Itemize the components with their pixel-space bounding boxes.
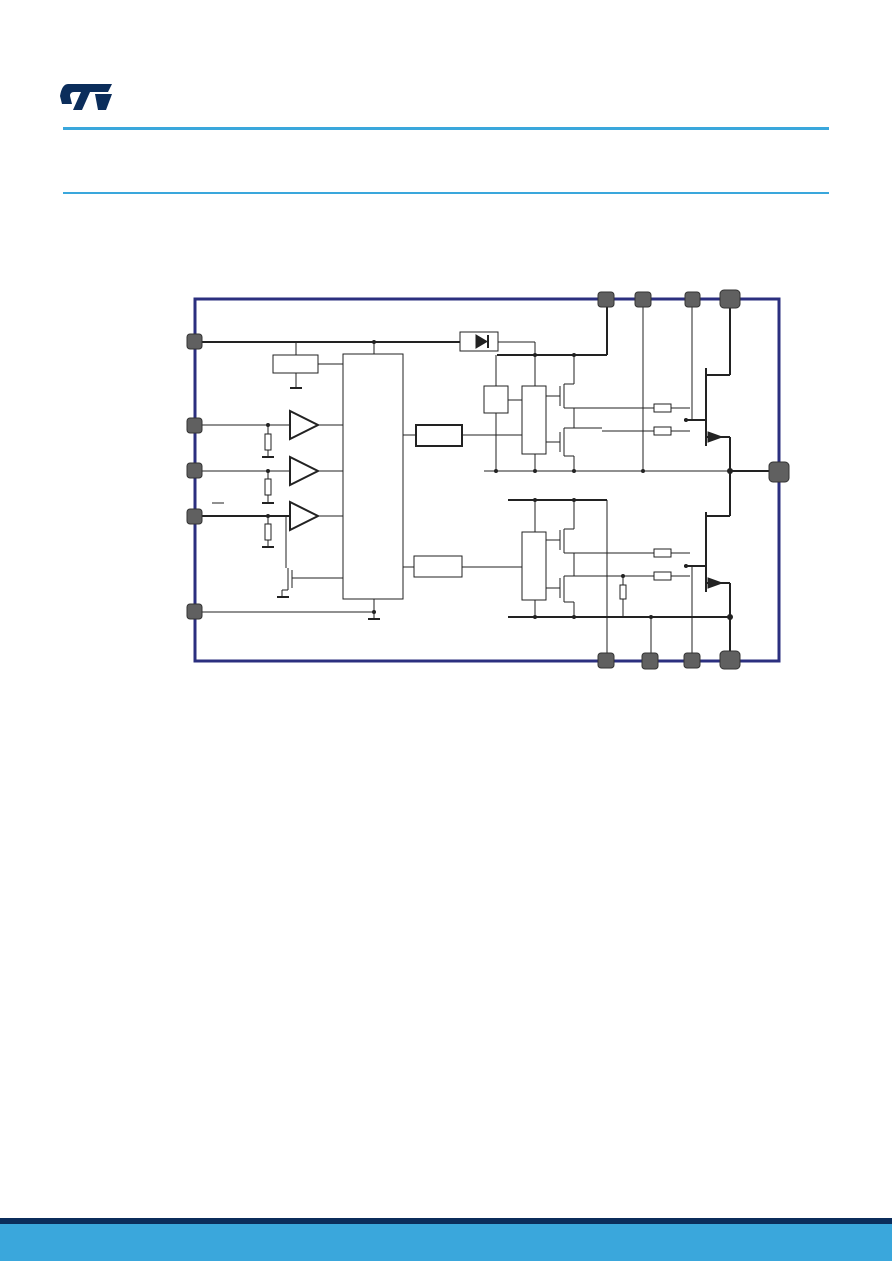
pin-bottom-1 — [597, 652, 615, 669]
bootstrap-diode-box — [459, 331, 499, 352]
footer-dark-band — [0, 1218, 892, 1224]
pin-right-out — [768, 461, 790, 483]
schmitt-buffer-2 — [289, 455, 321, 487]
delay-box — [413, 555, 463, 578]
header-rule-top — [63, 127, 829, 130]
pin-top-1 — [597, 291, 615, 308]
device-outline — [193, 297, 781, 663]
low-driver-box — [521, 531, 547, 601]
pin-bottom-4 — [719, 650, 741, 670]
pin-left-1 — [186, 333, 203, 350]
pin-left-2 — [186, 417, 203, 434]
regulator-box — [272, 354, 319, 374]
pin-top-3 — [684, 291, 701, 308]
logic-block — [342, 353, 404, 600]
pin-bottom-2 — [641, 652, 659, 670]
pin-left-5 — [186, 603, 203, 620]
pin-left-3 — [186, 462, 203, 479]
st-logo-icon — [60, 84, 112, 110]
pin-top-2 — [634, 291, 652, 308]
high-driver-box — [521, 385, 547, 455]
footer-light-band — [0, 1224, 892, 1261]
pin-left-4 — [186, 508, 203, 525]
header-rule-bottom — [63, 192, 829, 194]
uvlo-box — [483, 385, 509, 414]
schmitt-buffer-3 — [289, 500, 321, 532]
schmitt-buffer-1 — [289, 409, 321, 441]
pin-bottom-3 — [683, 652, 701, 669]
pin-top-4 — [719, 289, 741, 309]
level-shifter-box — [415, 424, 463, 447]
